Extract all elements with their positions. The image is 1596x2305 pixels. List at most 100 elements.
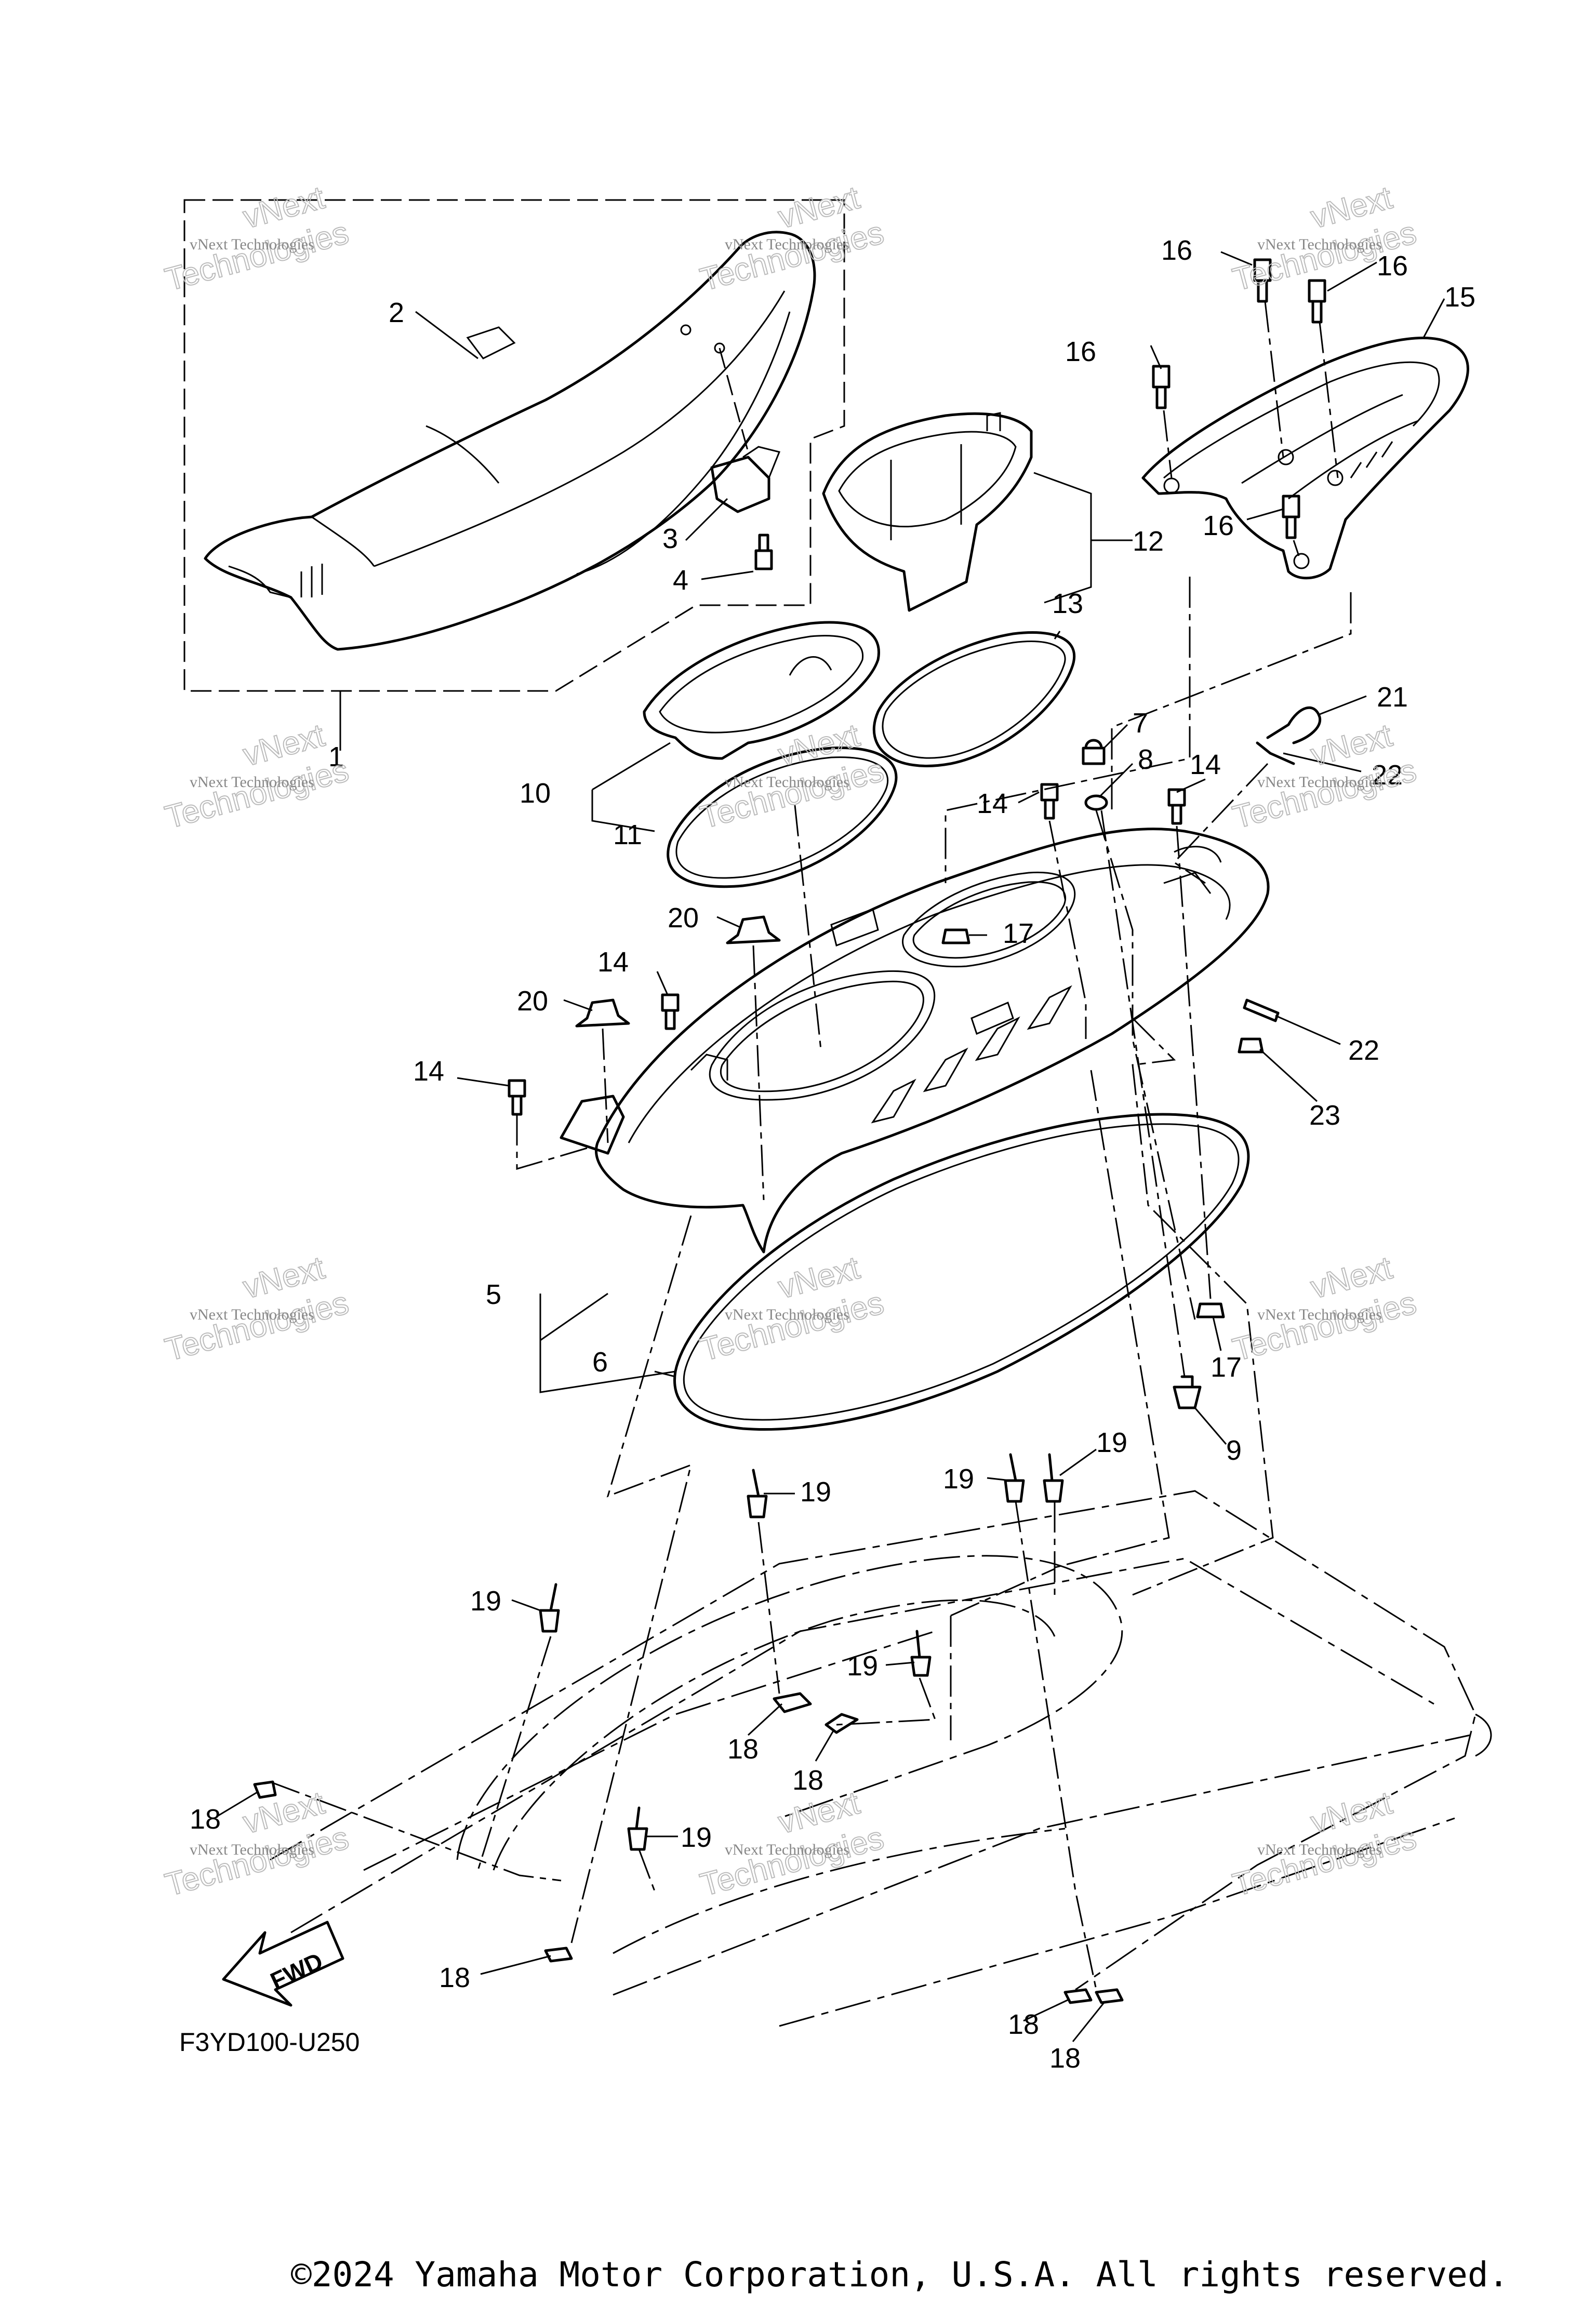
grommet-part-9 bbox=[1173, 1375, 1202, 1409]
washer-part-8 bbox=[1084, 794, 1108, 811]
callout-21: 21 bbox=[1377, 682, 1408, 713]
callout-labels: 1 2 3 4 5 6 7 8 9 10 11 12 13 14 14 14 1… bbox=[190, 235, 1475, 2074]
watermark: vNext Technologies vNext Technologies bbox=[696, 717, 888, 836]
bolt-part-14 bbox=[1040, 783, 1059, 820]
callout-15: 15 bbox=[1444, 282, 1475, 313]
storage-lid-part-10 bbox=[643, 621, 880, 760]
callout-14b: 14 bbox=[1190, 749, 1221, 780]
gasket-part-11 bbox=[667, 747, 898, 888]
callout-20b: 20 bbox=[517, 985, 548, 1017]
callout-8: 8 bbox=[1138, 744, 1153, 775]
callout-14d: 14 bbox=[413, 1056, 444, 1087]
callout-22b: 22 bbox=[1348, 1035, 1379, 1066]
callout-18f: 18 bbox=[1049, 2043, 1081, 2074]
callout-3: 3 bbox=[662, 523, 678, 554]
rivet-part-19 bbox=[747, 1469, 768, 1518]
callout-17b: 17 bbox=[1211, 1352, 1242, 1383]
plate-part-18 bbox=[773, 1692, 812, 1713]
callout-16d: 16 bbox=[1203, 510, 1234, 541]
svg-text:vNext Technologies: vNext Technologies bbox=[190, 774, 314, 791]
svg-text:vNext Technologies: vNext Technologies bbox=[725, 774, 849, 791]
callout-22a: 22 bbox=[1372, 760, 1403, 791]
callout-6: 6 bbox=[592, 1347, 608, 1378]
watermark: vNext Technologies vNext Technologies bbox=[161, 717, 353, 836]
svg-text:vNext Technologies: vNext Technologies bbox=[1257, 1306, 1382, 1323]
watermark: vNext Technologies vNext Technologies bbox=[1229, 1784, 1420, 1904]
gasket-part-13 bbox=[872, 631, 1076, 767]
callout-20a: 20 bbox=[668, 902, 699, 934]
callout-19d: 19 bbox=[470, 1585, 501, 1617]
callout-23: 23 bbox=[1309, 1100, 1340, 1131]
callout-10: 10 bbox=[520, 778, 551, 809]
deck-panel-part-5 bbox=[560, 828, 1270, 1254]
assembly-centerlines bbox=[270, 301, 1352, 1990]
svg-text:vNext Technologies: vNext Technologies bbox=[725, 1306, 849, 1323]
callout-1: 1 bbox=[328, 741, 344, 772]
callout-16b: 16 bbox=[1377, 250, 1408, 282]
watermarks: vNext Technologies vNext Technologies vN… bbox=[161, 179, 1420, 1904]
watermark: vNext Technologies vNext Technologies bbox=[696, 1249, 888, 1369]
callout-19a: 19 bbox=[800, 1476, 831, 1508]
callout-19b: 19 bbox=[943, 1463, 974, 1495]
rear-grab-handle-part-15 bbox=[1141, 337, 1469, 580]
watermark: vNext Technologies vNext Technologies bbox=[1229, 1249, 1420, 1369]
callout-16c: 16 bbox=[1065, 336, 1096, 367]
forward-direction-arrow: FWD bbox=[222, 1921, 344, 2007]
fwd-label: FWD bbox=[266, 1947, 327, 1994]
callout-18e: 18 bbox=[1008, 2009, 1039, 2040]
callout-4: 4 bbox=[673, 565, 688, 596]
callout-11: 11 bbox=[613, 819, 642, 850]
watermark: vNext Technologies vNext Technologies bbox=[161, 179, 353, 299]
hardware-parts bbox=[253, 258, 1326, 2004]
seat-outline bbox=[204, 231, 816, 651]
svg-text:vNext Technologies: vNext Technologies bbox=[190, 236, 314, 253]
leader-lines bbox=[218, 251, 1445, 2042]
copyright-notice: ©2024 Yamaha Motor Corporation, U.S.A. A… bbox=[291, 2255, 1509, 2295]
storage-bucket bbox=[822, 412, 1033, 612]
seat-assembly-group bbox=[183, 199, 845, 692]
diagram-code: F3YD100-U250 bbox=[179, 2028, 360, 2057]
watermark: vNext Technologies vNext Technologies bbox=[696, 179, 888, 299]
hose-part-21 bbox=[1266, 706, 1322, 744]
seat-assembly-box bbox=[183, 199, 845, 692]
callout-13: 13 bbox=[1052, 588, 1083, 619]
hull-deck-outline bbox=[270, 1490, 1492, 2027]
callout-19e: 19 bbox=[847, 1650, 878, 1682]
callout-7: 7 bbox=[1133, 708, 1148, 739]
bolt-part-16 bbox=[1253, 258, 1272, 303]
watermark: vNext Technologies vNext Technologies bbox=[696, 1784, 888, 1904]
svg-text:vNext Technologies: vNext Technologies bbox=[725, 236, 849, 253]
callout-19c: 19 bbox=[1096, 1427, 1127, 1458]
watermark: vNext Technologies vNext Technologies bbox=[1229, 717, 1420, 836]
svg-text:vNext Technologies: vNext Technologies bbox=[725, 1841, 849, 1858]
callout-17a: 17 bbox=[1003, 918, 1034, 949]
callout-18a: 18 bbox=[727, 1734, 759, 1765]
nut-part-23 bbox=[1238, 1037, 1264, 1054]
callout-19f: 19 bbox=[681, 1822, 712, 1853]
watermark: vNext Technologies vNext Technologies bbox=[161, 1249, 353, 1369]
clip-part-22 bbox=[1256, 741, 1295, 765]
callout-18c: 18 bbox=[190, 1804, 221, 1835]
callout-9: 9 bbox=[1226, 1435, 1242, 1466]
svg-text:vNext Technologies: vNext Technologies bbox=[1257, 774, 1382, 791]
svg-text:vNext Technologies: vNext Technologies bbox=[190, 1841, 314, 1858]
seat-lock-bracket bbox=[710, 456, 770, 513]
damper-part-20 bbox=[726, 915, 781, 944]
svg-text:vNext Technologies: vNext Technologies bbox=[1257, 1841, 1382, 1858]
svg-text:vNext Technologies: vNext Technologies bbox=[190, 1306, 314, 1323]
callout-14a: 14 bbox=[977, 788, 1008, 819]
callout-16a: 16 bbox=[1161, 235, 1192, 266]
bolt-part-4 bbox=[754, 534, 773, 570]
callout-14c: 14 bbox=[597, 947, 629, 978]
seal-part-6 bbox=[673, 1113, 1250, 1431]
nut-part-17 bbox=[941, 928, 970, 944]
cap-part-7 bbox=[1082, 739, 1106, 765]
fwd-arrow-icon bbox=[222, 1921, 344, 2007]
callout-5: 5 bbox=[486, 1279, 501, 1310]
callout-12: 12 bbox=[1133, 526, 1164, 557]
callout-18b: 18 bbox=[792, 1765, 823, 1796]
svg-text:vNext Technologies: vNext Technologies bbox=[1257, 236, 1382, 253]
callout-18d: 18 bbox=[439, 1962, 470, 1993]
